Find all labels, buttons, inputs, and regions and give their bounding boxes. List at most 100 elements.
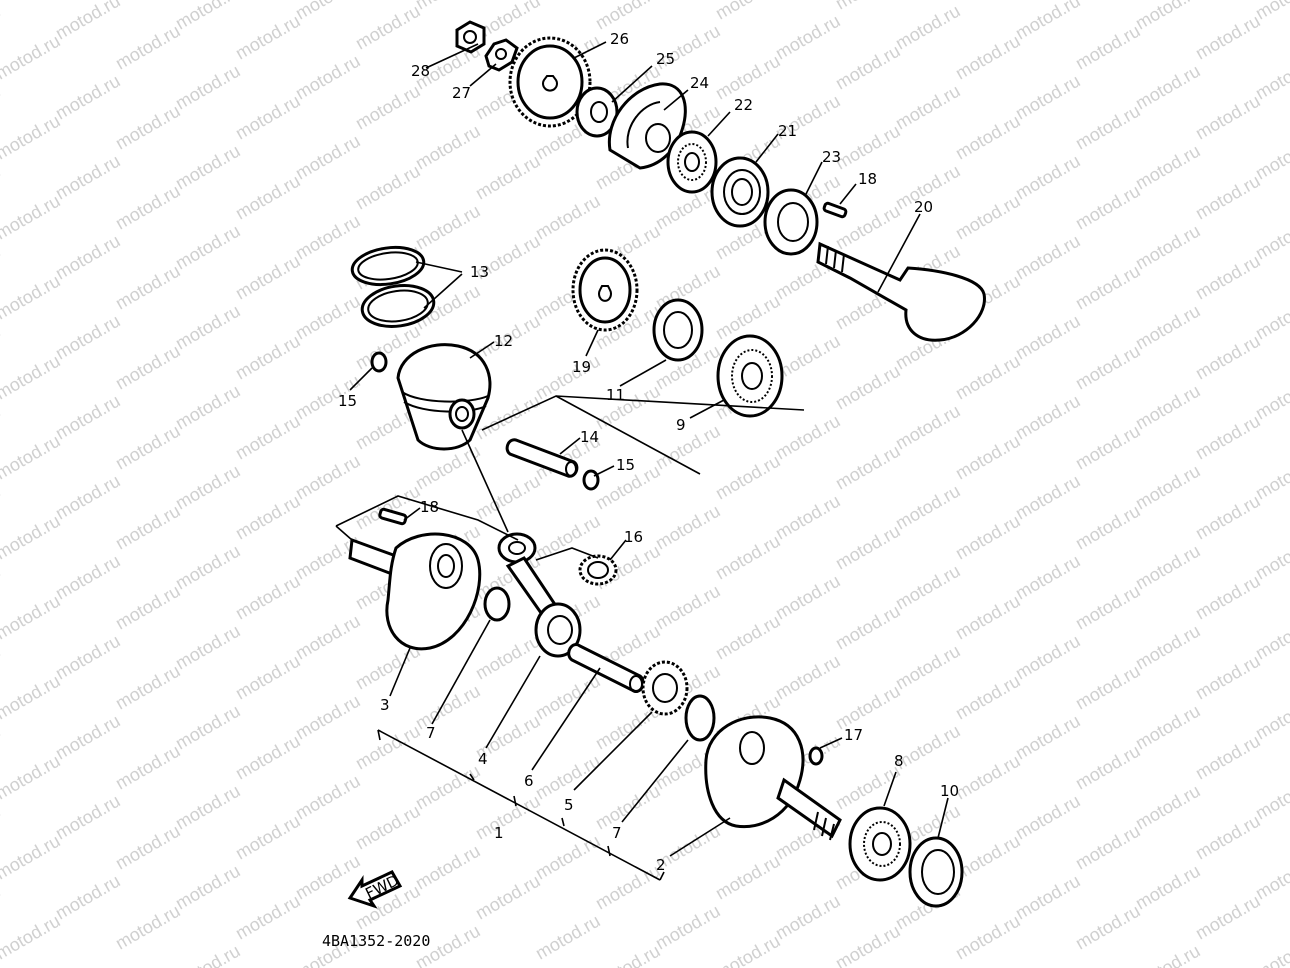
watermark-text: motod.ru — [292, 451, 364, 504]
watermark-text: motod.ru — [952, 751, 1024, 804]
label-22: 22 — [734, 96, 753, 114]
watermark-text: motod.ru — [1072, 501, 1144, 554]
watermark-text: motod.ru — [592, 381, 664, 434]
watermark-text: motod.ru — [892, 401, 964, 454]
watermark-text: motod.ru — [832, 41, 904, 94]
piston-rings-13 — [350, 245, 436, 328]
label-12: 12 — [494, 332, 513, 350]
watermark-text: motod.ru — [112, 821, 184, 874]
watermark-text: motod.ru — [1132, 301, 1204, 354]
watermark-text: motod.ru — [112, 341, 184, 394]
watermark-text: motod.ru — [832, 681, 904, 734]
watermark-text: motod.ru — [1132, 381, 1204, 434]
watermark-text: motod.ru — [52, 391, 124, 444]
label-20: 20 — [914, 198, 933, 216]
watermark-text: motod.ru — [52, 151, 124, 204]
piston-pin-14 — [505, 438, 579, 478]
watermark-text: motod.ru — [292, 211, 364, 264]
watermark-text: motod.ru — [0, 351, 64, 404]
label-19: 19 — [572, 358, 591, 376]
watermark-text: motod.ru — [352, 81, 424, 134]
watermark-text: motod.ru — [52, 231, 124, 284]
watermark-text: motod.ru — [0, 721, 4, 774]
circlip-15-upper — [370, 351, 388, 373]
label-1: 1 — [494, 824, 504, 842]
watermark-text: motod.ru — [1192, 731, 1264, 784]
watermark-text: motod.ru — [172, 0, 244, 33]
label-13: 13 — [470, 263, 489, 281]
watermark-text: motod.ru — [112, 661, 184, 714]
watermark-text: motod.ru — [412, 0, 484, 13]
crank-left-3 — [348, 532, 482, 651]
watermark-text: motod.ru — [1192, 251, 1264, 304]
watermark-text: motod.ru — [1072, 741, 1144, 794]
watermark-text: motod.ru — [412, 841, 484, 894]
watermark-text: motod.ru — [1012, 711, 1084, 764]
watermark-text: motod.ru — [0, 671, 64, 724]
circlip-15-lower — [582, 469, 600, 491]
watermark-text: motod.ru — [352, 721, 424, 774]
watermark-text: motod.ru — [1252, 771, 1290, 824]
watermark-text: motod.ru — [1132, 461, 1204, 514]
seal-11 — [652, 298, 704, 362]
watermark-text: motod.ru — [232, 811, 304, 864]
watermark-text: motod.ru — [1012, 551, 1084, 604]
watermark-text: motod.ru — [952, 0, 1024, 3]
label-21: 21 — [778, 122, 797, 140]
watermark-text: motod.ru — [172, 621, 244, 674]
watermark-text: motod.ru — [0, 911, 64, 964]
watermark-text: motod.ru — [232, 651, 304, 704]
watermark-text: motod.ru — [0, 831, 64, 884]
watermark-text: motod.ru — [472, 471, 544, 524]
watermark-text: motod.ru — [952, 911, 1024, 964]
watermark-text: motod.ru — [532, 831, 604, 884]
watermark-text: motod.ru — [1252, 691, 1290, 744]
bearing-9 — [716, 334, 784, 418]
watermark-text: motod.ru — [1252, 131, 1290, 184]
watermark-text: motod.ru — [952, 671, 1024, 724]
washer-7-left — [483, 586, 511, 622]
crank-right-2 — [704, 715, 842, 841]
watermark-text: motod.ru — [172, 701, 244, 754]
watermark-text: motod.ru — [0, 0, 64, 3]
watermark-text: motod.ru — [952, 351, 1024, 404]
watermark-text: motod.ru — [952, 591, 1024, 644]
watermark-text: motod.ru — [832, 0, 904, 13]
watermark-text: motod.ru — [892, 81, 964, 134]
watermark-text: motod.ru — [0, 271, 64, 324]
watermark-text: motod.ru — [952, 31, 1024, 84]
watermark-text: motod.ru — [1072, 21, 1144, 74]
watermark-text: motod.ru — [1012, 0, 1084, 43]
watermark-text: motod.ru — [112, 901, 184, 954]
watermark-text: motod.ru — [292, 691, 364, 744]
watermark-text: motod.ru — [1192, 811, 1264, 864]
watermark-text: motod.ru — [52, 791, 124, 844]
watermark-text: motod.ru — [1252, 851, 1290, 904]
watermark-text: motod.ru — [1072, 421, 1144, 474]
watermark-text: motod.ru — [232, 891, 304, 944]
watermark-text: motod.ru — [652, 581, 724, 634]
watermark-text: motod.ru — [292, 131, 364, 184]
watermark-text: motod.ru — [1072, 581, 1144, 634]
drawing-code: 4BA1352-2020 — [322, 932, 430, 950]
watermark-text: motod.ru — [652, 421, 724, 474]
watermark-text: motod.ru — [172, 221, 244, 274]
watermark-text: motod.ru — [892, 1, 964, 54]
watermark-text: motod.ru — [0, 81, 4, 134]
watermark-text: motod.ru — [1132, 941, 1204, 968]
watermark-text: motod.ru — [292, 611, 364, 664]
watermark-text: motod.ru — [0, 881, 4, 934]
label-8: 8 — [894, 752, 904, 770]
watermark-text: motod.ru — [112, 741, 184, 794]
watermark-text: motod.ru — [1072, 901, 1144, 954]
watermark-text: motod.ru — [0, 161, 4, 214]
label-15-upper: 15 — [338, 392, 357, 410]
label-18-upper: 18 — [858, 170, 877, 188]
watermark-text: motod.ru — [1072, 261, 1144, 314]
watermark-text: motod.ru — [712, 0, 784, 23]
watermark-text: motod.ru — [952, 191, 1024, 244]
label-28: 28 — [411, 62, 430, 80]
watermark-text: motod.ru — [1132, 621, 1204, 674]
watermark-text: motod.ru — [592, 941, 664, 968]
watermark-text: motod.ru — [832, 521, 904, 574]
